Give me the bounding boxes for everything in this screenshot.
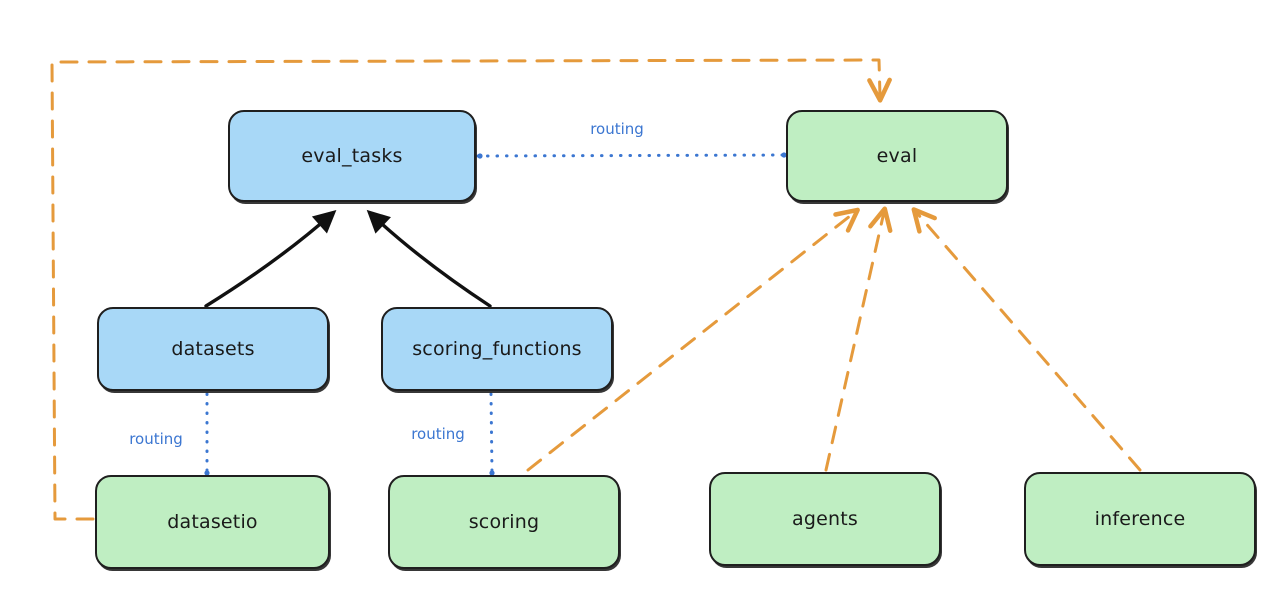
edge-agents-eval <box>824 206 893 472</box>
node-eval-label: eval <box>876 145 918 167</box>
edge-label-routing-scoring: routing <box>411 425 465 443</box>
edge-scoring_functions-scoring <box>489 392 494 474</box>
edge-label-routing-datasetio: routing <box>129 430 183 448</box>
edge-scoring_functions-eval_tasks <box>366 209 492 308</box>
node-datasetio[interactable]: datasetio <box>95 475 330 569</box>
node-scoring-label: scoring <box>468 511 540 533</box>
edge-label-routing-eval: routing <box>590 120 644 138</box>
node-scoring[interactable]: scoring <box>388 475 620 569</box>
edge-dot-eval_tasks <box>477 153 483 159</box>
edge-inference-eval <box>911 207 1142 472</box>
node-datasets[interactable]: datasets <box>97 307 329 391</box>
node-agents[interactable]: agents <box>709 472 941 566</box>
node-datasets-label: datasets <box>171 338 255 360</box>
node-inference-label: inference <box>1094 508 1186 530</box>
node-inference[interactable]: inference <box>1024 472 1256 566</box>
node-scoring-functions-label: scoring_functions <box>412 338 582 360</box>
node-datasetio-label: datasetio <box>167 511 258 533</box>
edge-eval_tasks-eval <box>476 153 786 158</box>
node-eval[interactable]: eval <box>786 110 1008 202</box>
edge-datasets-eval_tasks <box>204 209 337 308</box>
node-eval-tasks-label: eval_tasks <box>301 145 403 167</box>
node-scoring-functions[interactable]: scoring_functions <box>381 307 613 391</box>
node-agents-label: agents <box>792 508 858 530</box>
node-eval-tasks[interactable]: eval_tasks <box>228 110 476 202</box>
